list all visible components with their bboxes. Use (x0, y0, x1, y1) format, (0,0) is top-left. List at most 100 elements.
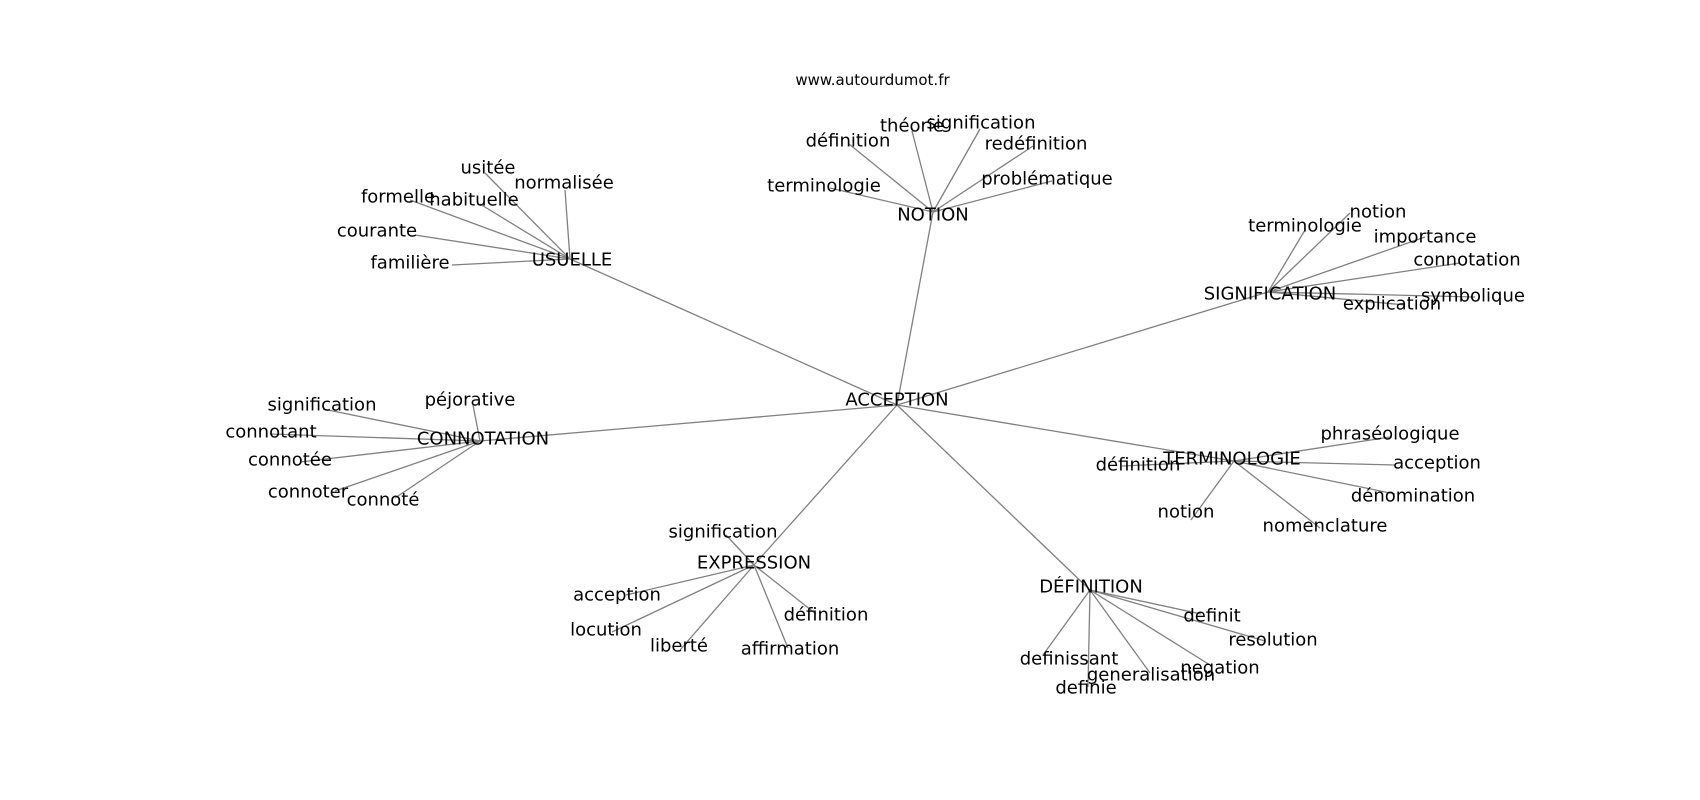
leaf-word-notion-3[interactable]: redéfinition (985, 134, 1088, 155)
leaf-word-expression-2[interactable]: locution (570, 620, 642, 641)
leaf-word-connotation-3[interactable]: connotée (248, 450, 332, 471)
edge-connotation-leaf-1 (472, 404, 481, 442)
edge-definition-leaf-0 (1089, 589, 1202, 615)
hub-word-notion[interactable]: NOTION (897, 205, 969, 226)
edge-connotation-leaf-0 (322, 408, 481, 442)
edge-definition-leaf-4 (1089, 589, 1151, 674)
leaf-word-definition-0[interactable]: definit (1183, 606, 1240, 627)
edge-signification-leaf-0 (1267, 229, 1306, 293)
hub-word-usuelle[interactable]: USUELLE (532, 250, 613, 271)
edge-center-terminologie (896, 404, 1235, 462)
leaf-word-definition-2[interactable]: definissant (1020, 649, 1119, 670)
edge-usuelle-leaf-4 (414, 234, 571, 260)
leaf-word-usuelle-2[interactable]: formelle (361, 187, 435, 208)
edge-usuelle-leaf-1 (564, 189, 571, 260)
edge-expression-leaf-0 (725, 534, 755, 566)
edge-definition-leaf-1 (1089, 589, 1266, 642)
site-url: www.autourdumot.fr (795, 71, 950, 89)
leaf-word-terminologie-5[interactable]: nomenclature (1263, 516, 1388, 537)
edge-center-definition (896, 404, 1091, 591)
edge-signification-leaf-1 (1267, 212, 1351, 293)
edge-connotation-leaf-2 (269, 433, 481, 442)
edge-expression-leaf-4 (679, 564, 755, 651)
edge-definition-leaf-5 (1087, 589, 1091, 688)
leaf-word-connotation-1[interactable]: péjorative (425, 390, 516, 411)
edge-usuelle-leaf-5 (451, 258, 571, 266)
leaf-word-signification-2[interactable]: importance (1374, 227, 1477, 248)
edge-connotation-leaf-3 (299, 440, 481, 463)
leaf-word-terminologie-0[interactable]: phraséologique (1320, 424, 1459, 445)
edge-terminologie-leaf-4 (1190, 460, 1235, 521)
edge-signification-leaf-4 (1267, 291, 1476, 298)
leaf-word-usuelle-1[interactable]: normalisée (514, 173, 614, 194)
edge-terminologie-leaf-2 (1233, 460, 1396, 466)
edge-center-signification (896, 291, 1269, 406)
leaf-word-usuelle-4[interactable]: courante (337, 221, 417, 242)
hub-word-terminologie[interactable]: TERMINOLOGIE (1162, 449, 1301, 470)
edge-center-notion (896, 211, 934, 406)
leaf-word-definition-4[interactable]: generalisation (1087, 665, 1215, 686)
leaf-word-terminologie-3[interactable]: dénomination (1351, 486, 1475, 507)
leaf-word-notion-4[interactable]: terminologie (767, 176, 881, 197)
edge-expression-leaf-5 (753, 564, 789, 649)
leaf-word-connotation-4[interactable]: connoter (268, 482, 349, 503)
edge-expression-leaf-1 (625, 564, 755, 596)
edge-usuelle-leaf-2 (409, 199, 571, 260)
edge-center-expression (753, 404, 898, 566)
leaf-word-expression-1[interactable]: acception (573, 585, 661, 606)
edge-expression-leaf-3 (753, 564, 817, 615)
edge-notion-leaf-0 (848, 143, 934, 213)
leaf-word-expression-3[interactable]: définition (784, 605, 869, 626)
edge-terminologie-leaf-0 (1233, 436, 1391, 462)
edge-center-usuelle (569, 258, 898, 406)
edge-notion-leaf-3 (932, 145, 1034, 213)
edge-terminologie-leaf-3 (1233, 460, 1396, 495)
edge-notion-leaf-2 (932, 128, 981, 213)
leaf-word-connotation-5[interactable]: connoté (347, 490, 420, 511)
leaf-word-terminologie-4[interactable]: notion (1158, 502, 1215, 523)
edge-definition-leaf-3 (1089, 589, 1211, 666)
leaf-word-usuelle-5[interactable]: familière (370, 253, 449, 274)
edge-center-connotation (479, 404, 898, 442)
leaf-word-signification-0[interactable]: terminologie (1248, 216, 1362, 237)
leaf-word-terminologie-2[interactable]: acception (1393, 453, 1481, 474)
edge-terminologie-leaf-5 (1233, 460, 1321, 529)
leaf-word-connotation-0[interactable]: signification (268, 395, 377, 416)
leaf-word-expression-5[interactable]: affirmation (741, 639, 840, 660)
edge-definition-leaf-2 (1042, 589, 1091, 656)
edge-usuelle-leaf-0 (484, 172, 571, 260)
center-word[interactable]: ACCEPTION (845, 390, 948, 411)
leaf-word-notion-5[interactable]: problématique (981, 169, 1112, 190)
leaf-word-usuelle-3[interactable]: habituelle (429, 190, 518, 211)
hub-word-connotation[interactable]: CONNOTATION (417, 429, 549, 450)
edge-connotation-leaf-4 (334, 440, 481, 492)
leaf-word-expression-0[interactable]: signification (669, 522, 778, 543)
leaf-word-expression-4[interactable]: liberté (650, 636, 708, 657)
leaf-word-definition-5[interactable]: definie (1055, 678, 1116, 699)
leaf-word-usuelle-0[interactable]: usitée (461, 158, 516, 179)
leaf-word-signification-4[interactable]: symbolique (1421, 286, 1525, 307)
edge-notion-leaf-4 (829, 187, 934, 213)
leaf-word-signification-1[interactable]: notion (1350, 202, 1407, 223)
edge-terminologie-leaf-1 (1121, 460, 1235, 467)
edge-connotation-leaf-5 (394, 440, 481, 499)
leaf-word-signification-5[interactable]: explication (1343, 294, 1441, 315)
leaf-word-notion-2[interactable]: signification (927, 113, 1036, 134)
edge-usuelle-leaf-3 (479, 203, 571, 260)
leaf-word-notion-0[interactable]: définition (806, 131, 891, 152)
edge-notion-leaf-5 (932, 180, 1053, 213)
leaf-word-connotation-2[interactable]: connotant (225, 422, 316, 443)
leaf-word-signification-3[interactable]: connotation (1413, 250, 1520, 271)
edge-signification-leaf-5 (1267, 291, 1406, 306)
hub-word-signification[interactable]: SIGNIFICATION (1204, 284, 1337, 305)
edge-notion-leaf-1 (911, 130, 934, 213)
leaf-word-definition-3[interactable]: negation (1180, 658, 1259, 679)
hub-word-expression[interactable]: EXPRESSION (697, 553, 811, 574)
leaf-word-terminologie-1[interactable]: définition (1096, 455, 1181, 476)
leaf-word-notion-1[interactable]: théorie (880, 116, 944, 137)
leaf-word-definition-1[interactable]: resolution (1228, 630, 1317, 651)
graph-edges (269, 128, 1476, 688)
edge-signification-leaf-2 (1267, 236, 1426, 293)
hub-word-definition[interactable]: DÉFINITION (1039, 576, 1143, 598)
